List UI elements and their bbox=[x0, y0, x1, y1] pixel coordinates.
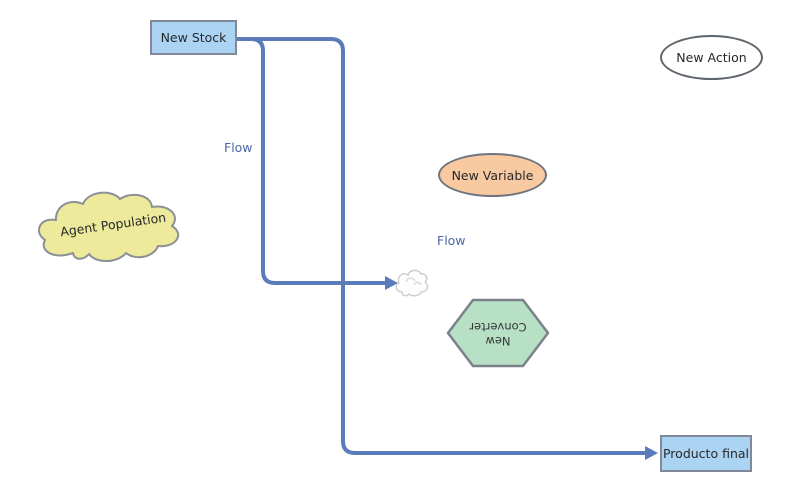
stock-producto-final[interactable]: Producto final bbox=[660, 435, 752, 472]
flow-label-2[interactable]: Flow bbox=[437, 233, 466, 248]
stock-new-stock-label: New Stock bbox=[160, 30, 227, 45]
cloud-sink-icon[interactable] bbox=[395, 269, 429, 297]
flow-to-producto-final-connector[interactable] bbox=[237, 37, 658, 460]
flow-arrowhead bbox=[385, 276, 398, 290]
flow-arrowhead bbox=[645, 446, 658, 460]
converter-label-line1: New bbox=[485, 333, 511, 348]
stock-new-stock[interactable]: New Stock bbox=[150, 20, 237, 55]
flow-to-cloud-connector[interactable] bbox=[237, 37, 398, 290]
action-new-action-label: New Action bbox=[676, 50, 747, 65]
converter-hexagon-shape[interactable] bbox=[446, 298, 550, 368]
flow-label-1[interactable]: Flow bbox=[224, 140, 253, 155]
converter-new-converter-label: New Converter bbox=[448, 300, 548, 366]
variable-new-variable[interactable]: New Variable bbox=[438, 153, 547, 197]
action-new-action[interactable]: New Action bbox=[660, 35, 763, 80]
converter-label-line2: Converter bbox=[469, 320, 527, 334]
agent-population-cloud-shape[interactable] bbox=[37, 191, 180, 262]
stock-producto-final-label: Producto final bbox=[662, 446, 749, 461]
variable-new-variable-label: New Variable bbox=[451, 167, 534, 183]
